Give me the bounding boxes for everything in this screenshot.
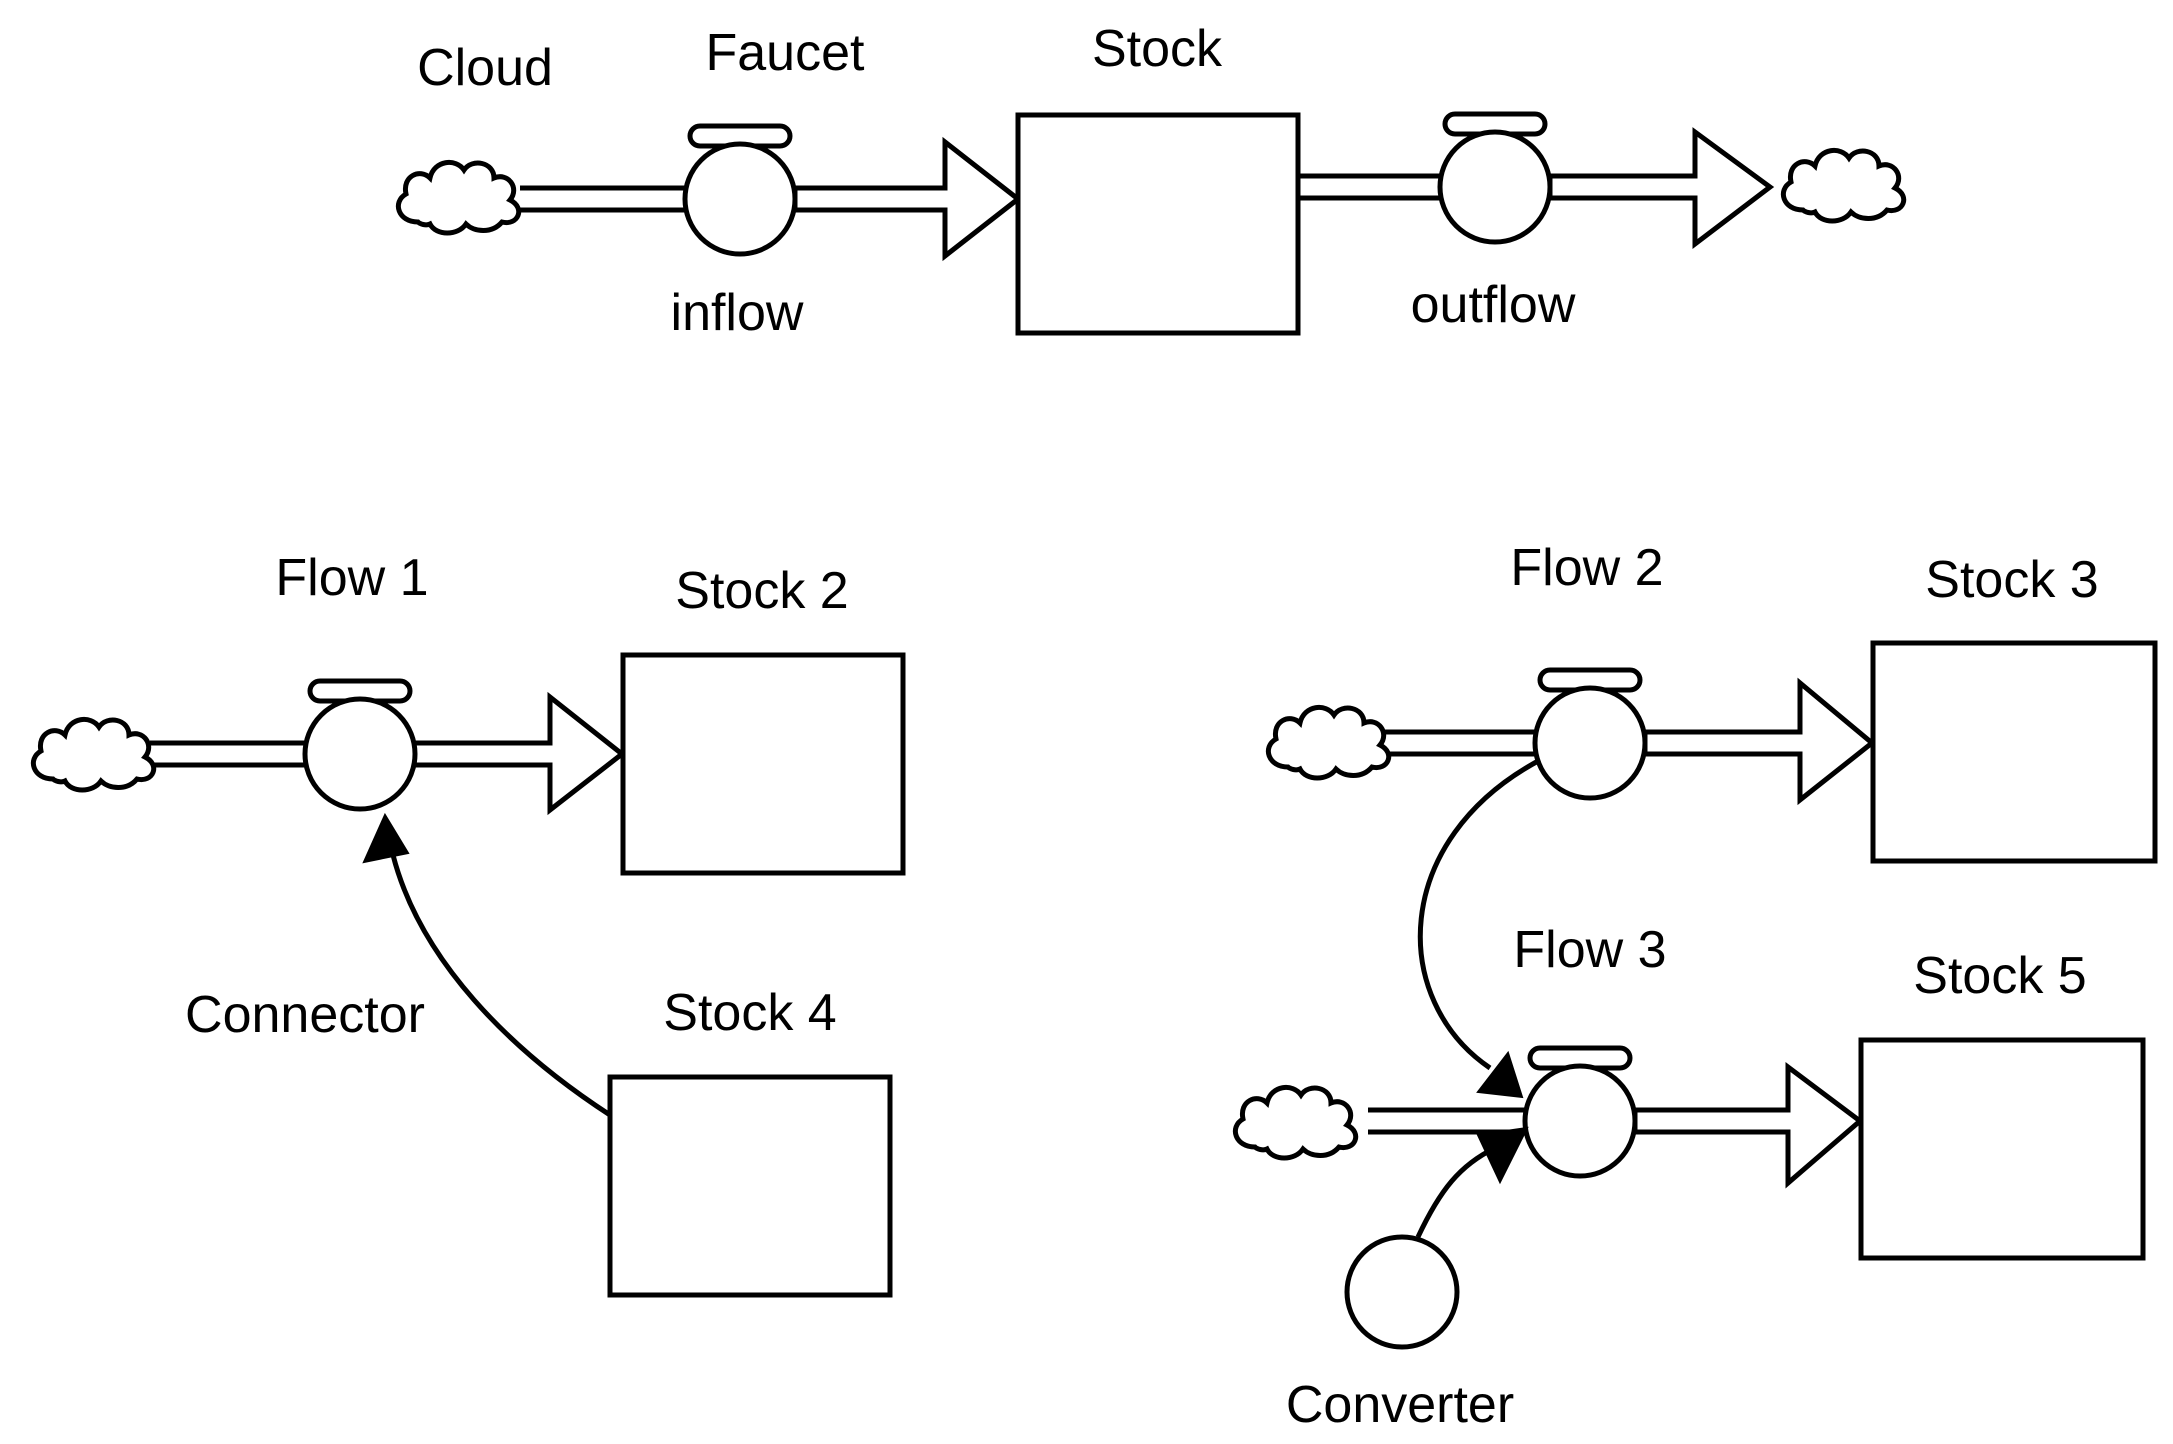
flow2-pipe: [1383, 729, 1535, 757]
outflow-arrow: [1547, 127, 1775, 250]
flow2-to-flow3-arrowhead-icon: [1476, 1050, 1524, 1099]
inflow-faucet-icon: [685, 126, 795, 254]
stock-label: Stock: [1092, 20, 1223, 78]
flow3-arrow: [1632, 1062, 1864, 1189]
flow1-group: Flow 1 Stock 2 Connector Stock 4: [33, 549, 906, 1298]
stock-box: [1015, 112, 1301, 336]
inflow-pipe: [520, 185, 685, 213]
flow1-label: Flow 1: [275, 549, 428, 607]
main-flow-group: Cloud Faucet Stock inflow outflow: [398, 20, 1903, 342]
stock3-label: Stock 3: [1925, 551, 2098, 609]
converter-label: Converter: [1286, 1376, 1514, 1434]
flow1-pipe: [150, 740, 305, 768]
converter-node: [1344, 1234, 1460, 1350]
flow2-flow3-group: Flow 2 Stock 3 Flow 3 Stock 5 Converter: [1235, 539, 2158, 1434]
faucet-label: Faucet: [706, 24, 866, 82]
outflow-label: outflow: [1411, 276, 1576, 334]
stock2-box: [620, 652, 906, 876]
flow2-source-cloud-icon: [1268, 707, 1388, 778]
stock4-label: Stock 4: [663, 984, 836, 1042]
converter-arrowhead-icon: [1476, 1126, 1529, 1185]
flow1-source-cloud-icon: [33, 719, 153, 790]
flow2-arrow: [1642, 677, 1876, 806]
inflow-label: inflow: [671, 284, 804, 342]
connector-arrow: [390, 854, 612, 1118]
flow3-label: Flow 3: [1513, 921, 1666, 979]
flow1-arrow: [411, 691, 627, 816]
connector-label: Connector: [185, 986, 425, 1044]
flow2-faucet-icon: [1535, 670, 1645, 798]
stock2-label: Stock 2: [675, 562, 848, 620]
stock5-box: [1858, 1037, 2146, 1261]
cloud-label: Cloud: [417, 39, 553, 97]
flow2-label: Flow 2: [1510, 539, 1663, 597]
flow1-faucet-icon: [305, 681, 415, 809]
converter-connector: [1415, 1145, 1497, 1239]
sink-cloud-icon: [1783, 150, 1903, 221]
stock5-label: Stock 5: [1913, 947, 2086, 1005]
source-cloud-icon: [398, 162, 518, 233]
flow3-source-cloud-icon: [1235, 1087, 1355, 1158]
stock3-box: [1870, 640, 2158, 864]
connector-arrowhead-icon: [362, 812, 410, 864]
flow3-faucet-icon: [1525, 1048, 1635, 1176]
flow3-pipe: [1368, 1107, 1525, 1135]
inflow-arrow: [792, 136, 1023, 262]
outflow-pipe: [1300, 173, 1440, 201]
flow2-to-flow3-connector: [1417, 757, 1542, 1071]
outflow-faucet-icon: [1440, 114, 1550, 242]
stock4-box: [607, 1074, 893, 1298]
